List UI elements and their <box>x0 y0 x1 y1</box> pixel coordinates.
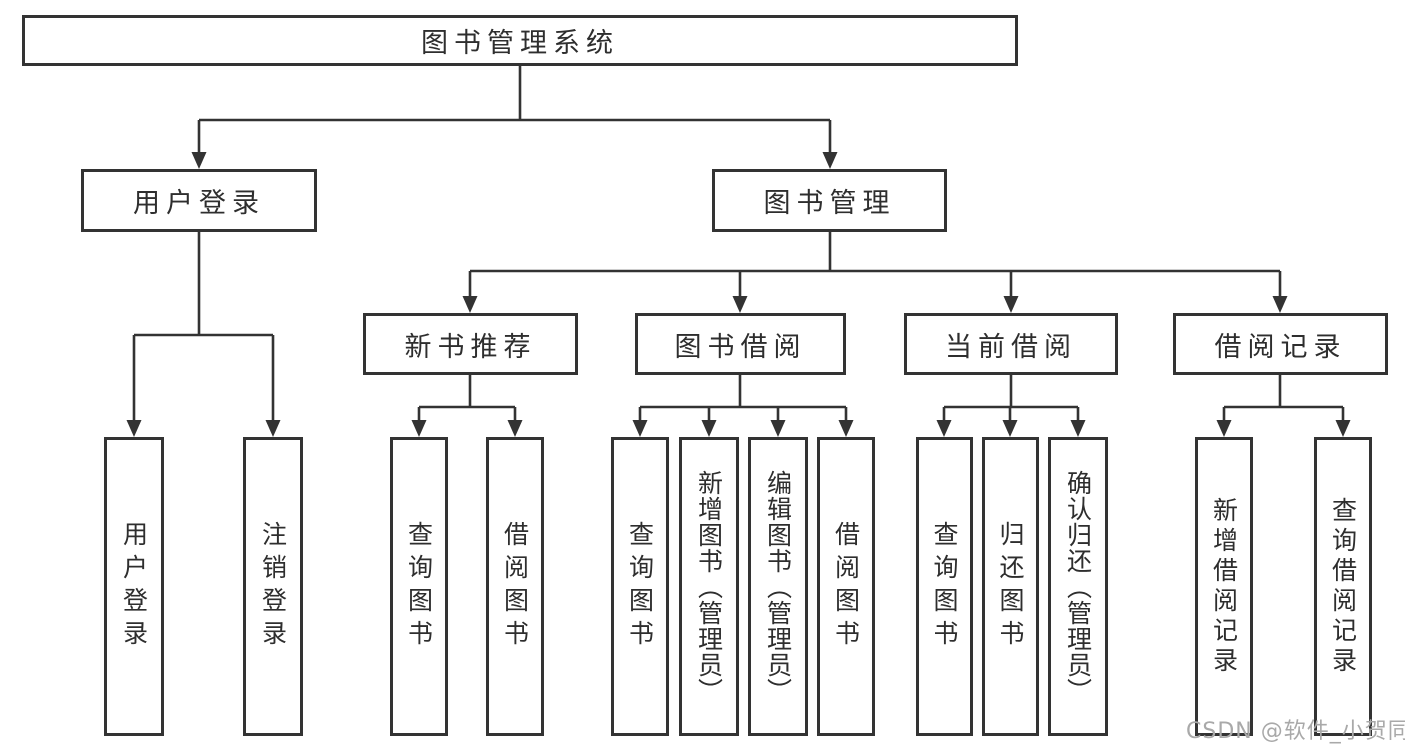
connector-arrowhead <box>1070 420 1086 437</box>
connector-arrowhead <box>507 420 523 437</box>
node-label: 图书管理系统 <box>421 28 619 59</box>
connector-arrowhead <box>1272 296 1288 313</box>
watermark: CSDN @软件_小贺同学 <box>1186 719 1405 744</box>
leaf-query-books-2: 查询图书 <box>611 437 669 736</box>
node-label: 图书管理 <box>763 188 896 219</box>
node-borrow-records: 借阅记录 <box>1173 313 1388 375</box>
connector-arrowhead <box>838 420 854 437</box>
leaf-label: 查询借阅记录 <box>1328 496 1358 677</box>
connector-arrowhead <box>936 420 952 437</box>
leaf-label: 借阅图书 <box>500 520 530 653</box>
leaf-label: 用户登录 <box>119 520 149 653</box>
leaf-label: 查询图书 <box>930 520 959 653</box>
node-label: 用户登录 <box>133 188 265 219</box>
connector-arrowhead <box>770 420 786 437</box>
connector-arrowhead <box>1335 420 1351 437</box>
node-book-borrow: 图书借阅 <box>635 313 846 375</box>
leaf-borrow-books-2: 借阅图书 <box>817 437 875 736</box>
leaf-user-login: 用户登录 <box>104 437 164 736</box>
connector-arrowhead <box>1216 420 1232 437</box>
leaf-label: 查询图书 <box>625 520 655 653</box>
leaf-label: 借阅图书 <box>831 520 861 653</box>
leaf-label: 归还图书 <box>996 520 1025 653</box>
connector-arrowhead <box>822 152 838 169</box>
leaf-label: 新增借阅记录 <box>1209 496 1239 677</box>
node-label: 当前借阅 <box>945 331 1077 363</box>
leaf-label: 注销登录 <box>258 520 288 653</box>
leaf-label: 查询图书 <box>404 520 434 653</box>
connector-arrowhead <box>1002 420 1018 437</box>
connector-arrowhead <box>265 420 281 437</box>
connector-arrowhead <box>1003 296 1019 313</box>
leaf-confirm-return-admin: 确认归还（管理员） <box>1048 437 1108 736</box>
leaf-label: 编辑图书（管理员） <box>763 469 793 704</box>
leaf-return-books: 归还图书 <box>982 437 1039 736</box>
leaf-label: 新增图书（管理员） <box>694 469 724 704</box>
leaf-edit-book-admin: 编辑图书（管理员） <box>748 437 808 736</box>
node-current-borrow: 当前借阅 <box>904 313 1118 375</box>
connector-arrowhead <box>701 420 717 437</box>
node-user-login: 用户登录 <box>81 169 317 232</box>
node-library-system: 图书管理系统 <box>22 15 1018 66</box>
leaf-logout: 注销登录 <box>243 437 303 736</box>
node-label: 借阅记录 <box>1214 331 1347 363</box>
node-book-management: 图书管理 <box>712 169 947 232</box>
node-new-book-recommend: 新书推荐 <box>363 313 578 375</box>
connector-arrowhead <box>191 152 207 169</box>
leaf-add-book-admin: 新增图书（管理员） <box>679 437 739 736</box>
connector-arrowhead <box>411 420 427 437</box>
connector-arrowhead <box>632 420 648 437</box>
leaf-query-books-1: 查询图书 <box>390 437 448 736</box>
leaf-add-borrow-record: 新增借阅记录 <box>1195 437 1253 736</box>
leaf-borrow-books-1: 借阅图书 <box>486 437 544 736</box>
leaf-query-books-3: 查询图书 <box>916 437 973 736</box>
connector-arrowhead <box>732 296 748 313</box>
node-label: 图书借阅 <box>674 331 807 363</box>
connector-arrowhead <box>462 296 478 313</box>
connector-arrowhead <box>126 420 142 437</box>
node-label: 新书推荐 <box>404 331 537 363</box>
leaf-label: 确认归还（管理员） <box>1063 469 1093 704</box>
leaf-query-borrow-record: 查询借阅记录 <box>1314 437 1372 736</box>
